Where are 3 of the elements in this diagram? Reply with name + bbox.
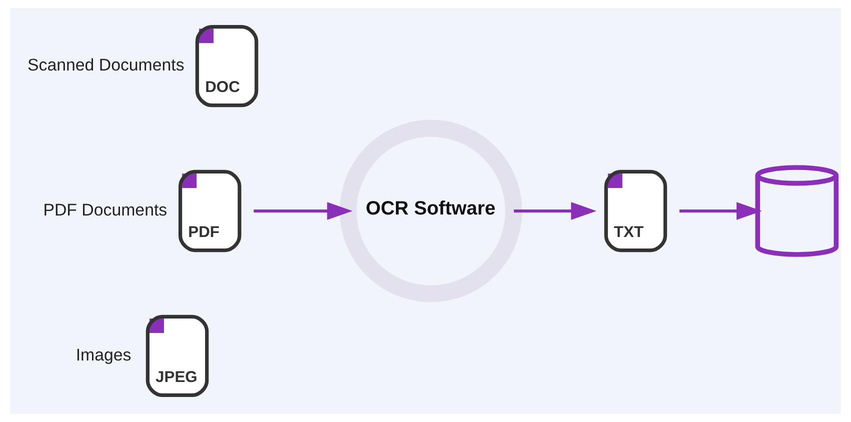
- node-label: Images: [76, 345, 132, 364]
- node-label: PDF Documents: [43, 200, 168, 220]
- node-label: Scanned Documents: [28, 56, 184, 75]
